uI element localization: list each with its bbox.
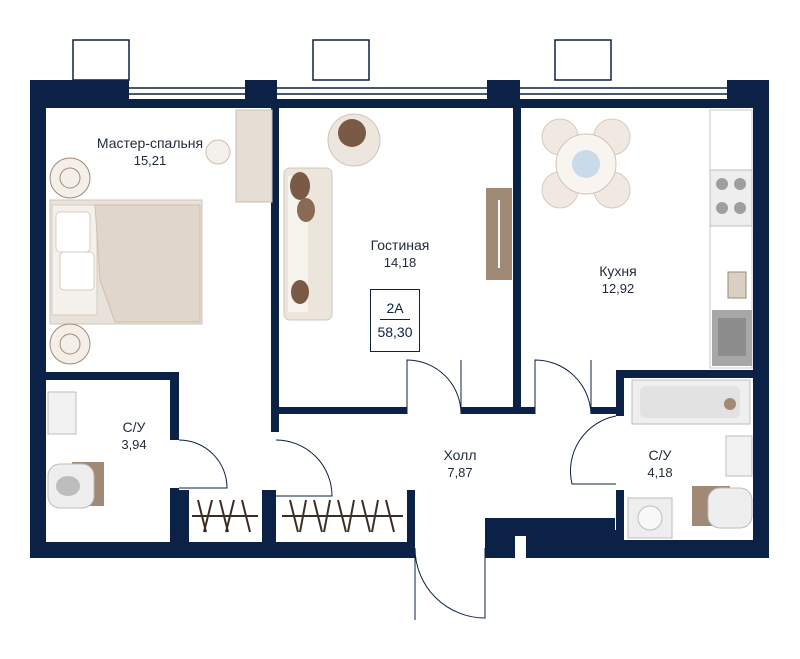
room-area: 7,87 xyxy=(447,465,473,480)
room-label-bathroom-left: С/У 3,94 xyxy=(104,418,164,454)
room-area: 12,92 xyxy=(601,281,635,296)
room-label-kitchen: Кухня 12,92 xyxy=(578,262,658,298)
room-area: 15,21 xyxy=(133,153,167,168)
room-label-bathroom-right: С/У 4,18 xyxy=(630,446,690,482)
room-label-master-bedroom: Мастер-спальня 15,21 xyxy=(90,134,210,170)
room-area: 14,18 xyxy=(383,255,417,270)
badge-divider xyxy=(380,319,410,320)
room-name: Кухня xyxy=(599,263,637,279)
doors xyxy=(178,359,617,620)
bed xyxy=(49,199,203,325)
room-name: Мастер-спальня xyxy=(96,135,204,151)
kitchen-counter xyxy=(709,109,753,369)
room-name: Холл xyxy=(443,447,477,463)
apartment-badge: 2А 58,30 xyxy=(370,289,420,352)
walls xyxy=(30,80,769,558)
apartment-type: 2А xyxy=(386,300,404,316)
room-label-living-room: Гостиная 14,18 xyxy=(350,236,450,272)
armchair xyxy=(327,113,381,167)
room-label-hall: Холл 7,87 xyxy=(420,446,500,482)
windows xyxy=(72,39,727,95)
room-name: Гостиная xyxy=(370,237,430,253)
tv-unit xyxy=(486,188,512,280)
left-bathroom-fixtures xyxy=(47,391,104,509)
room-area: 3,94 xyxy=(121,437,147,452)
dining-table xyxy=(541,118,631,209)
right-bathroom-fixtures xyxy=(627,379,753,539)
apartment-total-area: 58,30 xyxy=(377,324,413,340)
dressing-table xyxy=(205,109,273,203)
room-name: С/У xyxy=(648,447,672,463)
room-name: С/У xyxy=(122,419,146,435)
sofa xyxy=(283,167,333,321)
nightstand-lamps xyxy=(49,157,91,365)
room-area: 4,18 xyxy=(647,465,673,480)
wardrobe-hangers xyxy=(192,499,403,533)
